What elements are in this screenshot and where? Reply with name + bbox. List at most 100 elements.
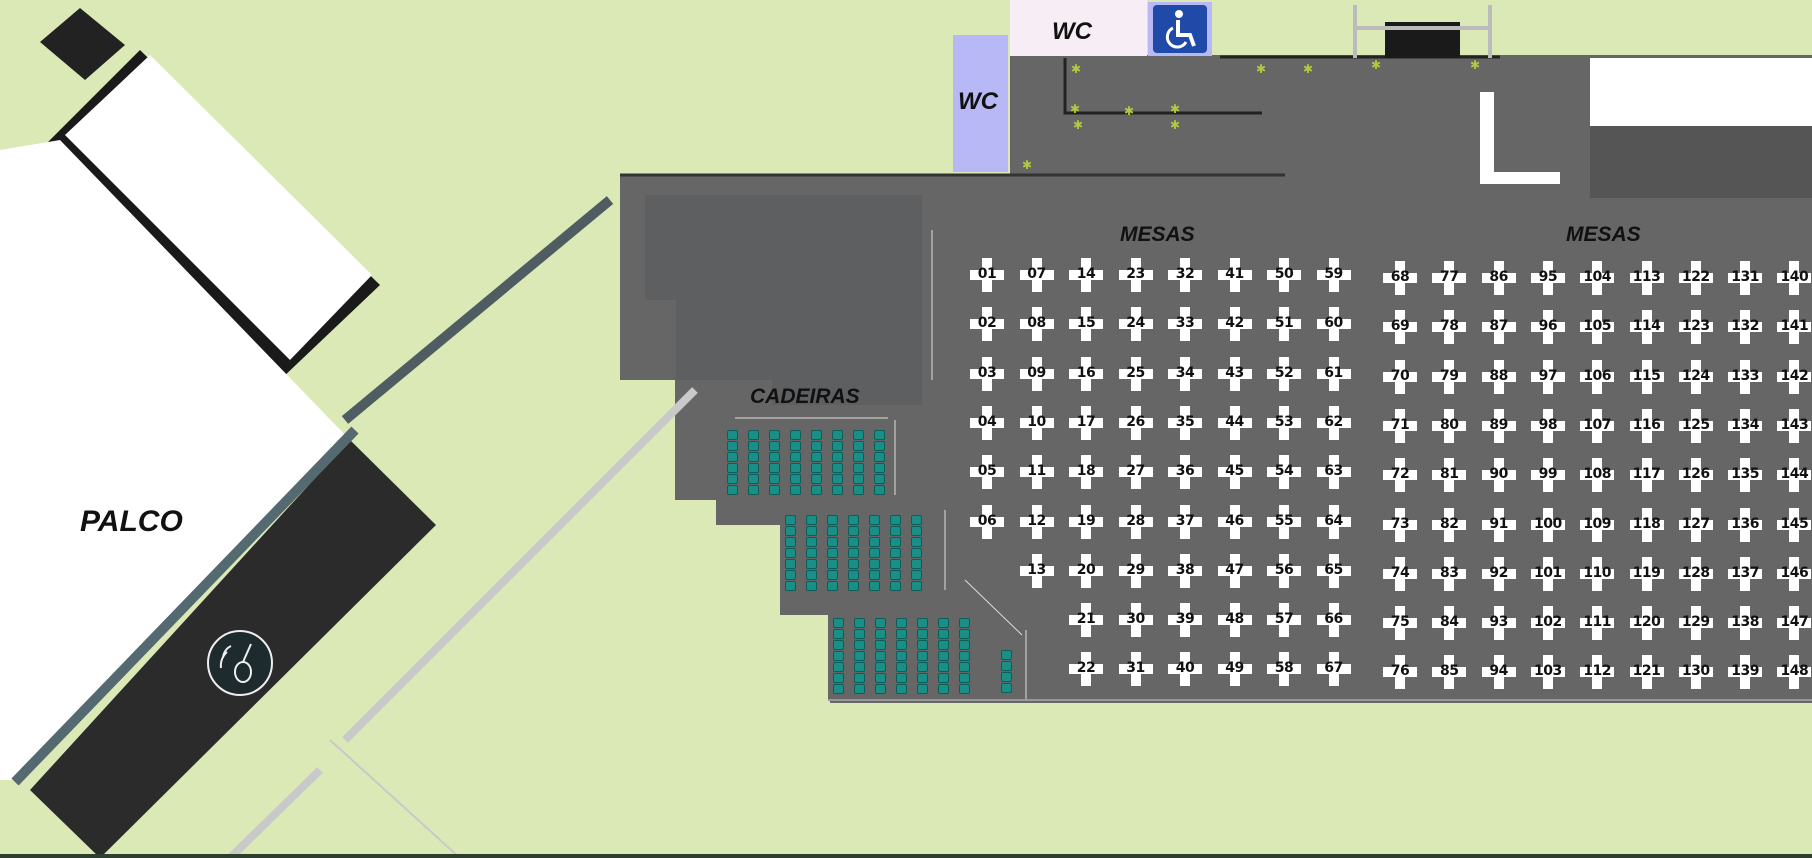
chair[interactable] xyxy=(727,430,738,440)
table[interactable]: 49 xyxy=(1217,652,1252,687)
table[interactable]: 33 xyxy=(1168,307,1202,342)
table[interactable]: 68 xyxy=(1383,261,1417,295)
chair[interactable] xyxy=(832,452,843,462)
chair[interactable] xyxy=(911,537,922,547)
table[interactable]: 119 xyxy=(1629,556,1664,591)
table[interactable]: 123 xyxy=(1678,310,1713,345)
chair[interactable] xyxy=(769,441,780,451)
table[interactable]: 136 xyxy=(1728,507,1763,542)
chair[interactable] xyxy=(848,548,859,558)
chair[interactable] xyxy=(748,474,759,484)
table[interactable]: 29 xyxy=(1118,553,1153,588)
table[interactable]: 57 xyxy=(1267,603,1301,638)
chair[interactable] xyxy=(769,452,780,462)
chair[interactable] xyxy=(890,570,901,580)
chair[interactable] xyxy=(875,673,886,683)
chair[interactable] xyxy=(1001,650,1012,660)
table[interactable]: 138 xyxy=(1728,606,1763,641)
table[interactable]: 78 xyxy=(1432,310,1467,345)
table[interactable]: 72 xyxy=(1383,458,1417,493)
chair[interactable] xyxy=(806,581,817,591)
table[interactable]: 47 xyxy=(1217,553,1252,588)
chair[interactable] xyxy=(832,485,843,495)
table[interactable]: 71 xyxy=(1383,408,1417,443)
table[interactable]: 124 xyxy=(1678,359,1713,394)
table[interactable]: 91 xyxy=(1481,507,1516,542)
table[interactable]: 02 xyxy=(970,307,1004,342)
table[interactable]: 15 xyxy=(1069,307,1103,342)
table[interactable]: 11 xyxy=(1019,455,1054,490)
chair[interactable] xyxy=(727,452,738,462)
chair[interactable] xyxy=(785,537,796,547)
table[interactable]: 26 xyxy=(1118,405,1153,440)
table[interactable]: 76 xyxy=(1383,655,1417,690)
table[interactable]: 70 xyxy=(1383,359,1417,394)
table[interactable]: 63 xyxy=(1316,455,1351,490)
table[interactable]: 117 xyxy=(1629,458,1664,493)
chair[interactable] xyxy=(769,485,780,495)
chair[interactable] xyxy=(869,559,880,569)
chair[interactable] xyxy=(896,684,907,694)
chair[interactable] xyxy=(938,629,949,639)
chair[interactable] xyxy=(917,684,928,694)
table[interactable]: 58 xyxy=(1267,652,1301,687)
table[interactable]: 96 xyxy=(1530,310,1565,345)
table[interactable]: 32 xyxy=(1168,258,1202,292)
table[interactable]: 85 xyxy=(1432,655,1467,690)
table[interactable]: 122 xyxy=(1678,261,1713,295)
table[interactable]: 53 xyxy=(1267,405,1301,440)
chair[interactable] xyxy=(874,485,885,495)
chair[interactable] xyxy=(854,640,865,650)
table[interactable]: 81 xyxy=(1432,458,1467,493)
table[interactable]: 146 xyxy=(1777,556,1812,591)
table[interactable]: 39 xyxy=(1168,603,1202,638)
chair[interactable] xyxy=(748,452,759,462)
chair[interactable] xyxy=(853,452,864,462)
chair[interactable] xyxy=(959,640,970,650)
chair[interactable] xyxy=(890,581,901,591)
table[interactable]: 92 xyxy=(1481,556,1516,591)
chair[interactable] xyxy=(959,618,970,628)
table[interactable]: 111 xyxy=(1580,606,1615,641)
chair[interactable] xyxy=(911,581,922,591)
table[interactable]: 125 xyxy=(1678,408,1713,443)
table[interactable]: 66 xyxy=(1316,603,1351,638)
chair[interactable] xyxy=(869,526,880,536)
chair[interactable] xyxy=(890,559,901,569)
table[interactable]: 75 xyxy=(1383,606,1417,641)
table[interactable]: 148 xyxy=(1777,655,1812,690)
chair[interactable] xyxy=(832,463,843,473)
chair[interactable] xyxy=(896,618,907,628)
table[interactable]: 01 xyxy=(970,258,1004,292)
chair[interactable] xyxy=(832,474,843,484)
table[interactable]: 98 xyxy=(1530,408,1565,443)
table[interactable]: 25 xyxy=(1118,356,1153,391)
table[interactable]: 110 xyxy=(1580,556,1615,591)
table[interactable]: 135 xyxy=(1728,458,1763,493)
chair[interactable] xyxy=(790,463,801,473)
table[interactable]: 18 xyxy=(1069,455,1103,490)
chair[interactable] xyxy=(917,651,928,661)
chair[interactable] xyxy=(832,441,843,451)
table[interactable]: 94 xyxy=(1481,655,1516,690)
chair[interactable] xyxy=(811,430,822,440)
chair[interactable] xyxy=(848,570,859,580)
table[interactable]: 12 xyxy=(1019,504,1054,539)
table[interactable]: 144 xyxy=(1777,458,1812,493)
chair[interactable] xyxy=(917,629,928,639)
chair[interactable] xyxy=(938,684,949,694)
chair[interactable] xyxy=(811,452,822,462)
table[interactable]: 03 xyxy=(970,356,1004,391)
chair[interactable] xyxy=(833,684,844,694)
table[interactable]: 24 xyxy=(1118,307,1153,342)
table[interactable]: 38 xyxy=(1168,553,1202,588)
table[interactable]: 04 xyxy=(970,405,1004,440)
table[interactable]: 22 xyxy=(1069,652,1103,687)
chair[interactable] xyxy=(748,485,759,495)
table[interactable]: 103 xyxy=(1530,655,1565,690)
chair[interactable] xyxy=(874,463,885,473)
table[interactable]: 74 xyxy=(1383,556,1417,591)
chair[interactable] xyxy=(769,430,780,440)
table[interactable]: 127 xyxy=(1678,507,1713,542)
accessibility-icon[interactable] xyxy=(1148,2,1212,56)
